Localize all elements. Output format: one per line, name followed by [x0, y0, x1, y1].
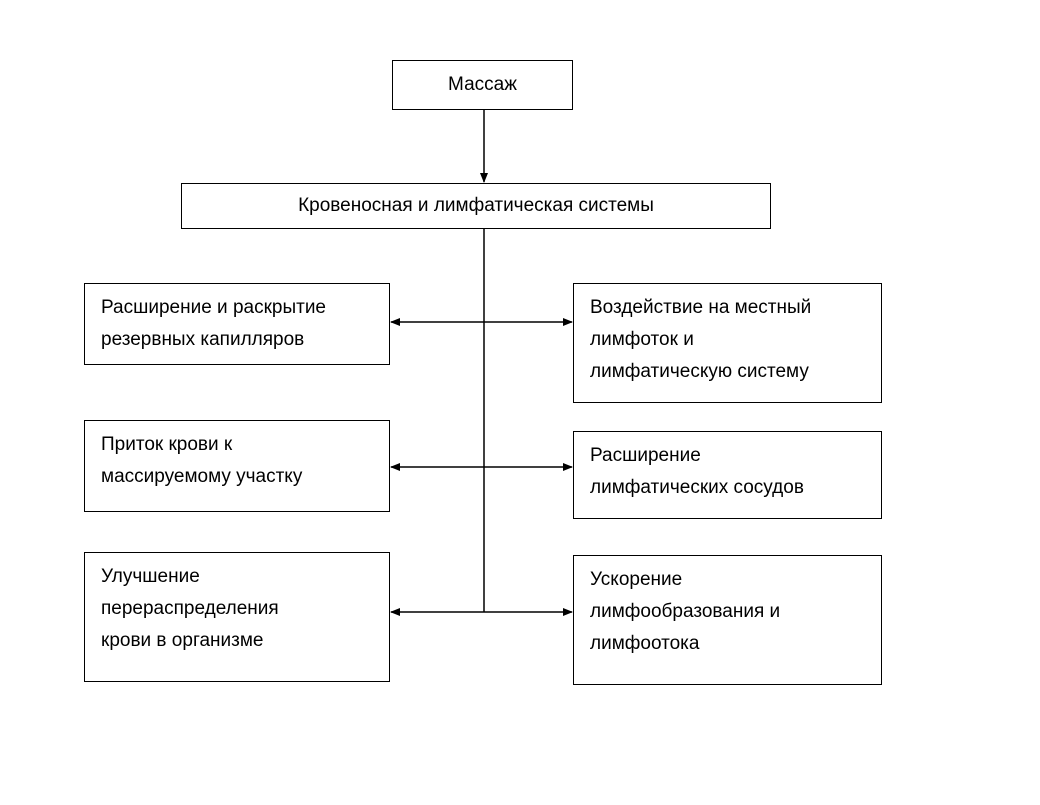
node-text-line: Расширение [590, 445, 701, 466]
node-text-line: лимфатических сосудов [590, 477, 804, 498]
node-blood-inflow: Приток крови к массируемому участку [84, 420, 390, 512]
node-blood-redistribution: Улучшение перераспределения крови в орга… [84, 552, 390, 682]
node-text-line: Воздействие на местный [590, 297, 812, 318]
node-local-lymph-flow: Воздействие на местный лимфоток и лимфат… [573, 283, 882, 403]
node-text-line: лимфообразования и [590, 601, 781, 622]
node-text-line: лимфатическую систему [590, 361, 809, 382]
node-lymph-formation-acceleration: Ускорение лимфообразования и лимфоотока [573, 555, 882, 685]
node-text-line: Улучшение [101, 566, 200, 587]
node-text-line: перераспределения [101, 598, 279, 619]
node-text-line: крови в организме [101, 630, 264, 651]
node-text-line: Ускорение [590, 569, 683, 590]
node-massage: Массаж [392, 60, 573, 110]
node-text-line: массируемому участку [101, 466, 303, 487]
node-massage-label: Массаж [448, 74, 517, 95]
node-circulatory-lymphatic-systems: Кровеносная и лимфатическая системы [181, 183, 771, 229]
node-text-line: Расширение и раскрытие [101, 297, 326, 318]
node-text-line: лимфоток и [590, 329, 694, 350]
node-lymph-vessel-expansion: Расширение лимфатических сосудов [573, 431, 882, 519]
node-text-line: Приток крови к [101, 434, 233, 455]
node-capillary-expansion: Расширение и раскрытие резервных капилля… [84, 283, 390, 365]
node-systems-label: Кровеносная и лимфатическая системы [298, 195, 654, 216]
node-text-line: лимфоотока [590, 633, 700, 654]
node-text-line: резервных капилляров [101, 329, 305, 350]
